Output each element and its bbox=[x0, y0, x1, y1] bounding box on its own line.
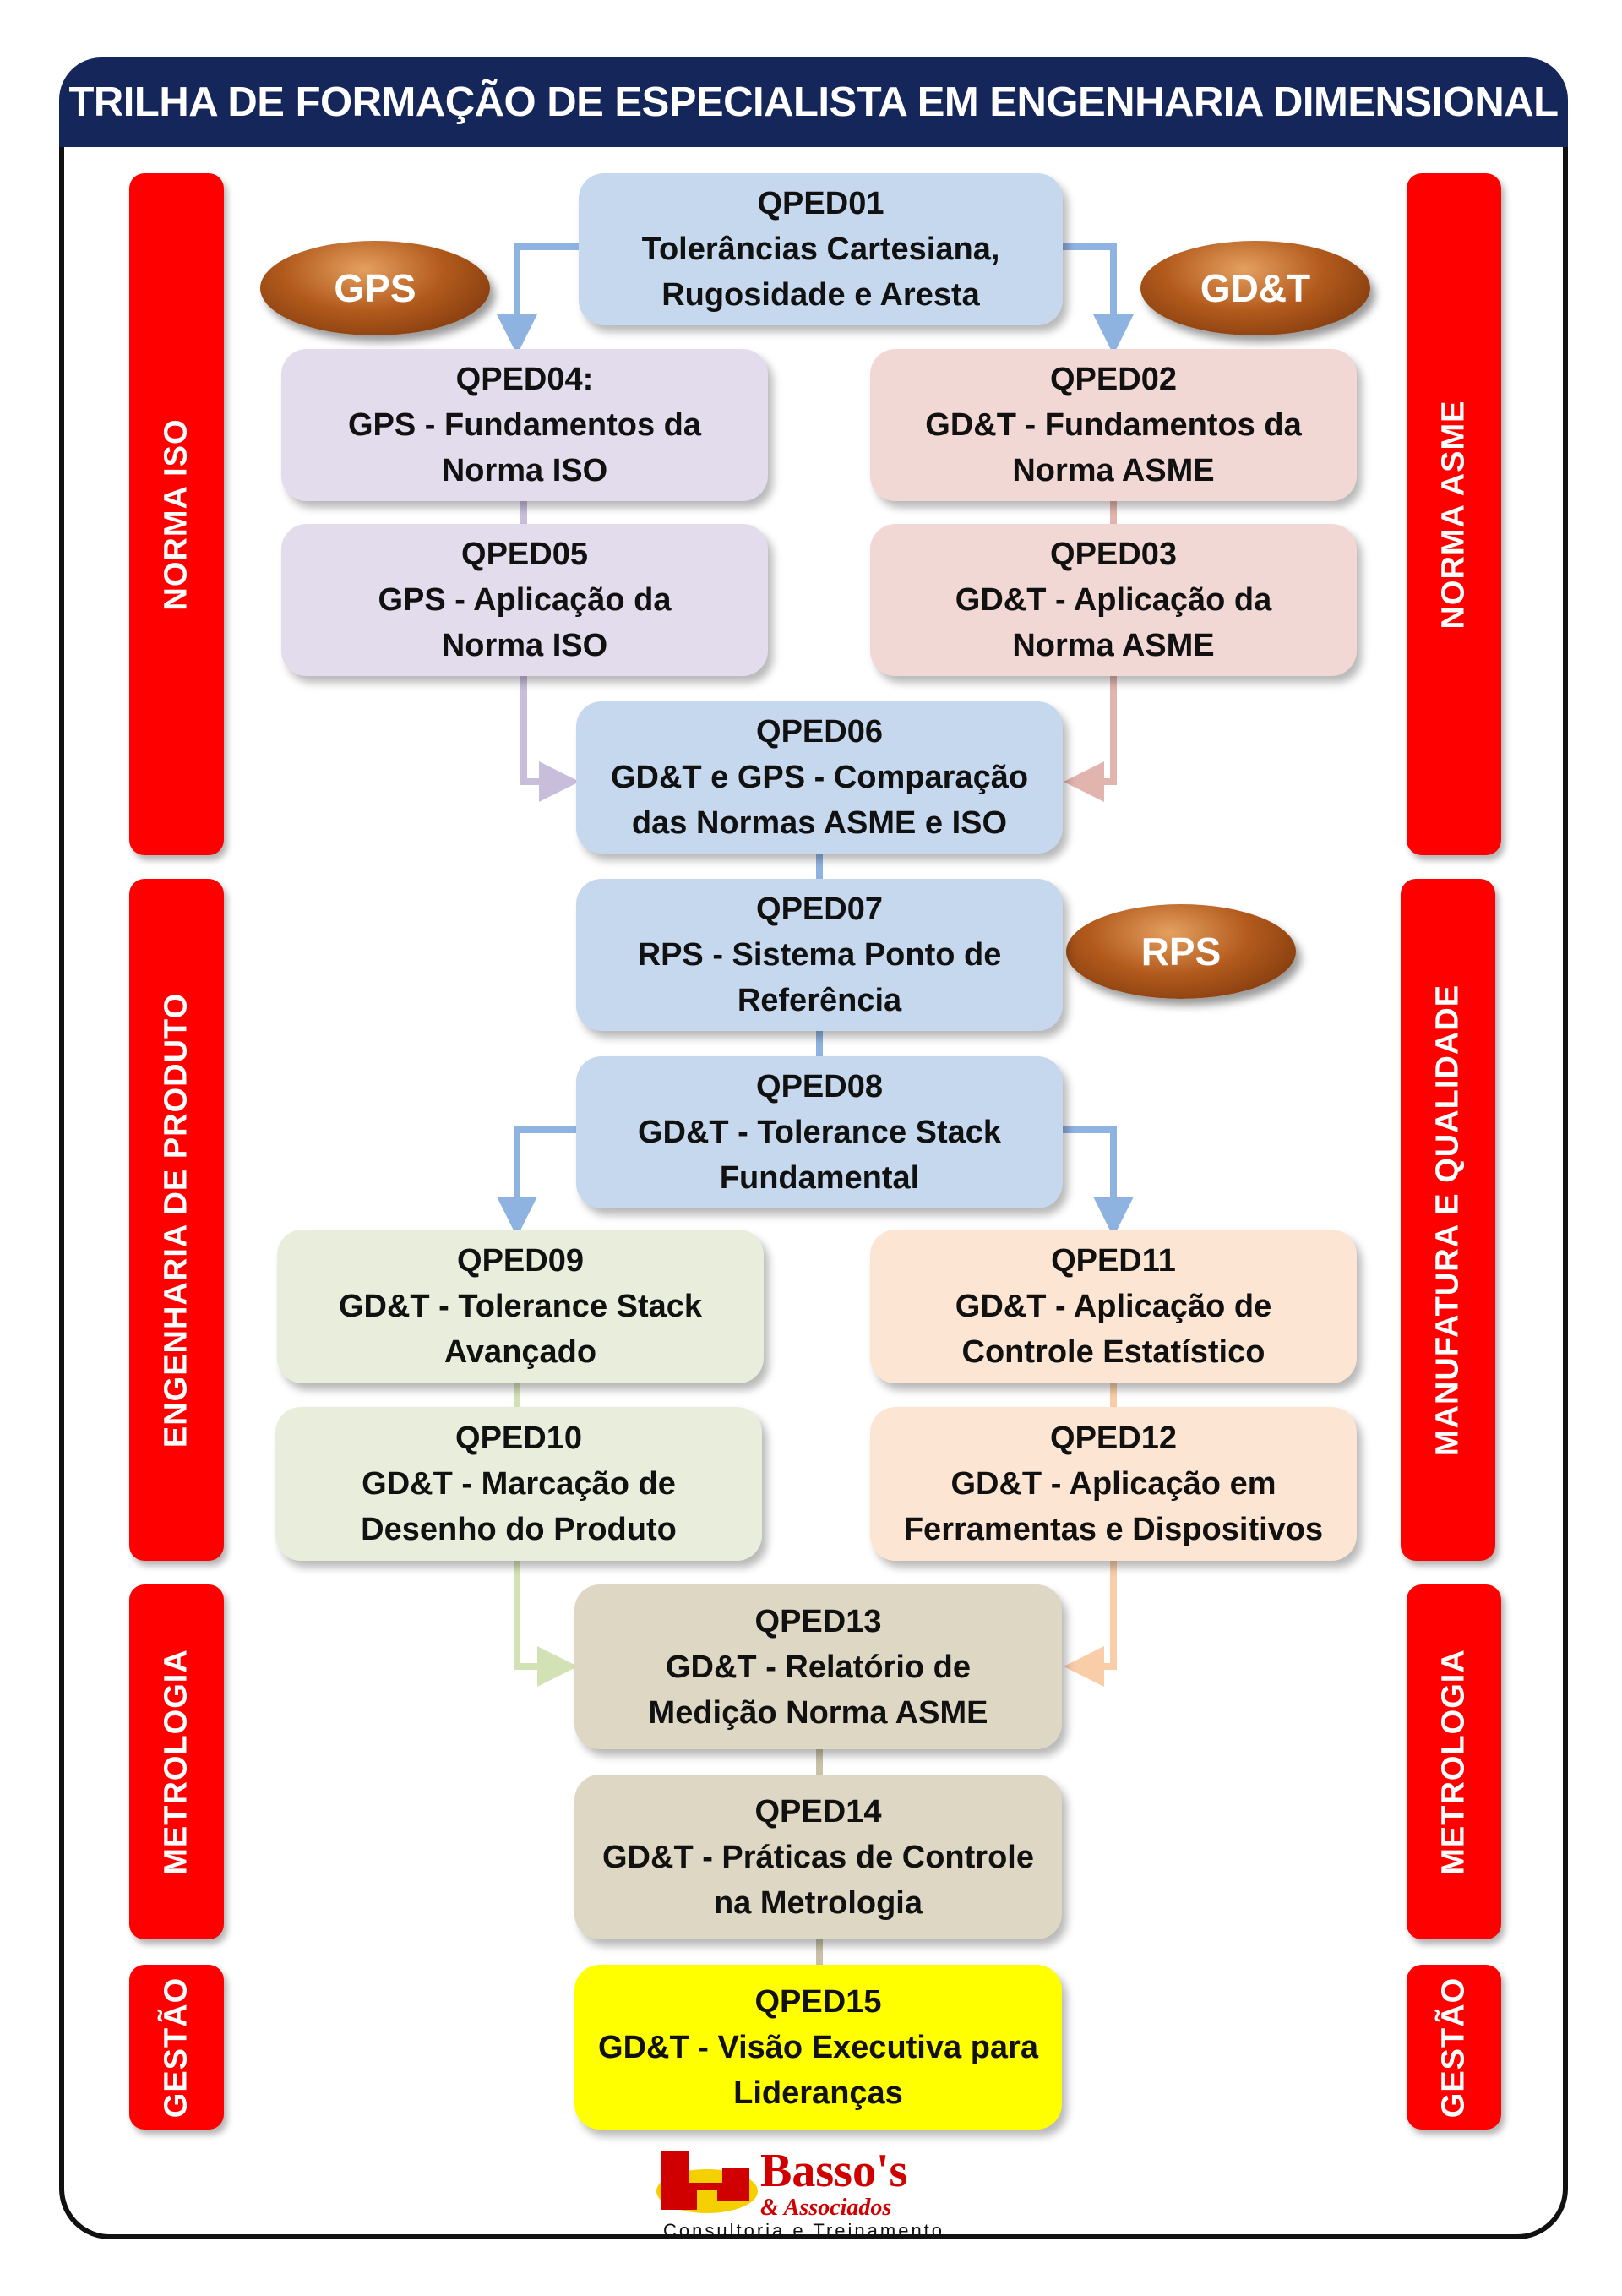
logo-tagline: Consultoria e Treinamento bbox=[663, 2220, 945, 2241]
arrow-03-to-06 bbox=[1064, 676, 1117, 802]
arrow-08-to-09 bbox=[497, 1126, 579, 1237]
title-bar: TRILHA DE FORMAÇÃO DE ESPECIALISTA EM EN… bbox=[59, 57, 1568, 147]
side-label-gestao-right: GESTÃO bbox=[1407, 1965, 1501, 2130]
logo-subtitle: & Associados bbox=[760, 2195, 892, 2221]
side-label-metrologia-left: METROLOGIA bbox=[129, 1584, 224, 1939]
bassos-logo: Basso's & Associados Consultoria e Trein… bbox=[655, 2142, 993, 2241]
logo-mark-icon bbox=[656, 2151, 758, 2213]
arrow-10-to-13 bbox=[514, 1559, 578, 1687]
rps-badge: RPS bbox=[1066, 904, 1296, 999]
side-label-norma-iso: NORMA ISO bbox=[129, 173, 224, 855]
arrow-01-to-04 bbox=[497, 243, 579, 355]
arrow-05-to-06 bbox=[520, 676, 580, 802]
arrow-01-to-02 bbox=[1063, 243, 1134, 355]
side-label-metrologia-right: METROLOGIA bbox=[1407, 1584, 1501, 1939]
arrow-08-to-11 bbox=[1063, 1126, 1134, 1237]
gdt-badge: GD&T bbox=[1140, 241, 1370, 335]
side-label-norma-asme: NORMA ASME bbox=[1407, 173, 1501, 855]
side-label-gestao-left: GESTÃO bbox=[129, 1965, 224, 2130]
logo-name: Basso's bbox=[760, 2145, 908, 2197]
page-title: TRILHA DE FORMAÇÃO DE ESPECIALISTA EM EN… bbox=[68, 79, 1559, 125]
arrow-12-to-13 bbox=[1064, 1559, 1117, 1687]
side-label-engenharia-produto: ENGENHARIA DE PRODUTO bbox=[129, 879, 224, 1561]
side-label-manufatura-qualidade: MANUFATURA E QUALIDADE bbox=[1401, 879, 1495, 1561]
gps-badge: GPS bbox=[260, 241, 490, 335]
